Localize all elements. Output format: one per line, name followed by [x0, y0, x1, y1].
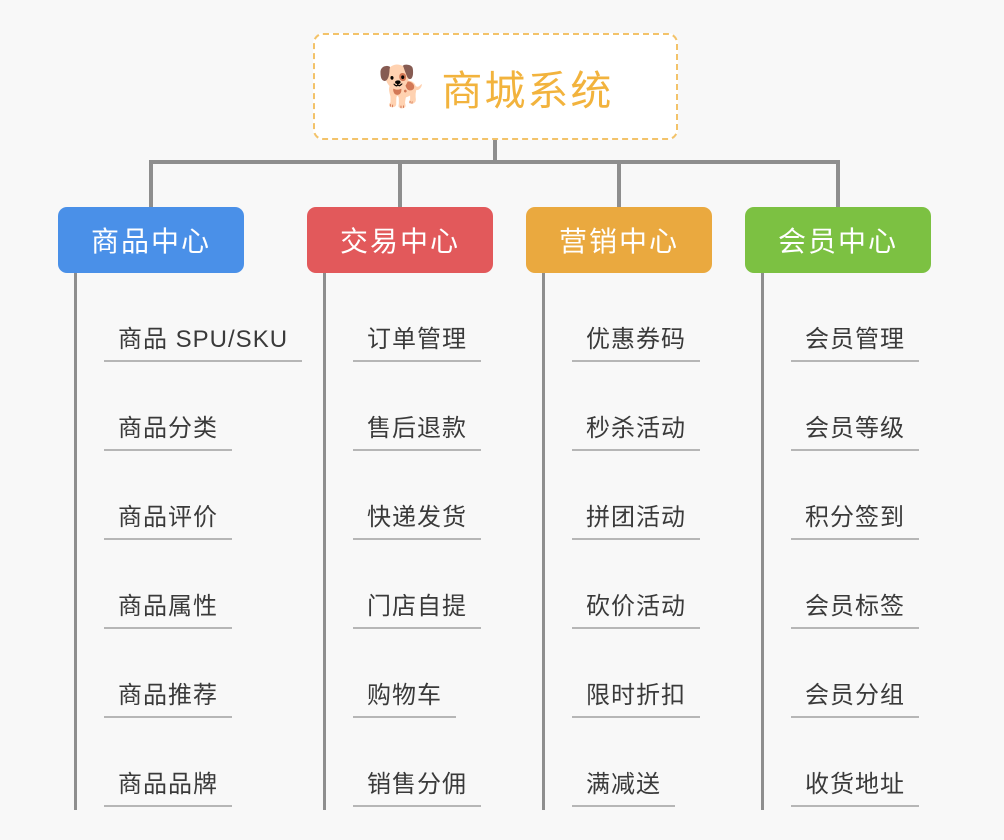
- leaf-label: 限时折扣: [586, 682, 686, 709]
- root-drop-connector: [493, 140, 497, 164]
- leaf-underline: 商品推荐: [104, 675, 232, 718]
- leaf-underline: 秒杀活动: [572, 408, 700, 451]
- leaf-underline: 商品 SPU/SKU: [104, 319, 303, 362]
- leaf-item[interactable]: 限时折扣: [542, 629, 700, 718]
- root-title: 商城系统: [441, 67, 614, 114]
- leaf-label: 拼团活动: [586, 504, 686, 531]
- leaf-underline: 售后退款: [353, 408, 481, 451]
- leaf-item[interactable]: 门店自提: [323, 540, 481, 629]
- horizontal-bus-connector: [149, 160, 840, 164]
- leaf-label: 积分签到: [805, 504, 905, 531]
- leaf-label: 商品属性: [118, 593, 218, 620]
- leaf-underline: 砍价活动: [572, 586, 700, 629]
- leaf-item[interactable]: 购物车: [323, 629, 456, 718]
- leaf-label: 商品品牌: [118, 771, 218, 798]
- leaf-item[interactable]: 商品 SPU/SKU: [74, 273, 303, 362]
- leaf-underline: 满减送: [572, 764, 675, 807]
- leaf-label: 商品推荐: [118, 682, 218, 709]
- leaf-label: 商品评价: [118, 504, 218, 531]
- leaf-underline: 门店自提: [353, 586, 481, 629]
- category-drop-connector-3: [836, 160, 840, 207]
- category-header-2[interactable]: 交易中心: [307, 207, 493, 273]
- leaf-item[interactable]: 满减送: [542, 718, 675, 807]
- leaf-underline: 订单管理: [353, 319, 481, 362]
- category-drop-connector-1: [398, 160, 402, 207]
- leaf-underline: 限时折扣: [572, 675, 700, 718]
- leaf-label: 快递发货: [367, 504, 467, 531]
- leaf-label: 会员标签: [805, 593, 905, 620]
- leaf-underline: 购物车: [353, 675, 456, 718]
- leaf-item[interactable]: 商品品牌: [74, 718, 232, 807]
- leaf-label: 会员等级: [805, 415, 905, 442]
- leaf-item[interactable]: 商品分类: [74, 362, 232, 451]
- leaf-underline: 商品分类: [104, 408, 232, 451]
- category-label: 商品中心: [90, 226, 211, 257]
- leaf-label: 订单管理: [367, 326, 467, 353]
- leaf-item[interactable]: 售后退款: [323, 362, 481, 451]
- leaf-label: 售后退款: [367, 415, 467, 442]
- leaf-label: 满减送: [586, 771, 661, 798]
- category-label: 交易中心: [339, 226, 460, 257]
- leaf-item[interactable]: 商品评价: [74, 451, 232, 540]
- leaf-item[interactable]: 会员标签: [761, 540, 919, 629]
- leaf-underline: 会员管理: [791, 319, 919, 362]
- leaf-underline: 快递发货: [353, 497, 481, 540]
- category-drop-connector-0: [149, 160, 153, 207]
- leaf-label: 商品 SPU/SKU: [118, 326, 289, 353]
- category-spine: [542, 273, 545, 810]
- leaf-underline: 商品评价: [104, 497, 232, 540]
- leaf-item[interactable]: 会员分组: [761, 629, 919, 718]
- root-node[interactable]: 🐕 商城系统: [313, 33, 678, 140]
- leaf-item[interactable]: 秒杀活动: [542, 362, 700, 451]
- category-spine: [761, 273, 764, 810]
- category-label: 会员中心: [777, 226, 898, 257]
- leaf-underline: 拼团活动: [572, 497, 700, 540]
- leaf-item[interactable]: 商品属性: [74, 540, 232, 629]
- leaf-underline: 商品品牌: [104, 764, 232, 807]
- leaf-label: 会员分组: [805, 682, 905, 709]
- leaf-label: 销售分佣: [367, 771, 467, 798]
- leaf-underline: 商品属性: [104, 586, 232, 629]
- leaf-underline: 积分签到: [791, 497, 919, 540]
- leaf-label: 会员管理: [805, 326, 905, 353]
- leaf-underline: 会员等级: [791, 408, 919, 451]
- category-header-1[interactable]: 商品中心: [58, 207, 244, 273]
- leaf-underline: 会员分组: [791, 675, 919, 718]
- leaf-item[interactable]: 销售分佣: [323, 718, 481, 807]
- leaf-item[interactable]: 拼团活动: [542, 451, 700, 540]
- category-header-3[interactable]: 营销中心: [526, 207, 712, 273]
- leaf-label: 购物车: [367, 682, 442, 709]
- category-label: 营销中心: [558, 226, 679, 257]
- leaf-label: 优惠券码: [586, 326, 686, 353]
- category-header-4[interactable]: 会员中心: [745, 207, 931, 273]
- leaf-label: 砍价活动: [586, 593, 686, 620]
- shiba-dog-icon: 🐕: [377, 64, 428, 109]
- leaf-underline: 优惠券码: [572, 319, 700, 362]
- leaf-underline: 收货地址: [791, 764, 919, 807]
- leaf-label: 收货地址: [805, 771, 905, 798]
- leaf-item[interactable]: 会员管理: [761, 273, 919, 362]
- leaf-item[interactable]: 收货地址: [761, 718, 919, 807]
- category-spine: [74, 273, 77, 810]
- leaf-item[interactable]: 会员等级: [761, 362, 919, 451]
- leaf-underline: 会员标签: [791, 586, 919, 629]
- category-spine: [323, 273, 326, 810]
- leaf-item[interactable]: 快递发货: [323, 451, 481, 540]
- leaf-item[interactable]: 商品推荐: [74, 629, 232, 718]
- leaf-label: 商品分类: [118, 415, 218, 442]
- leaf-label: 秒杀活动: [586, 415, 686, 442]
- leaf-label: 门店自提: [367, 593, 467, 620]
- leaf-item[interactable]: 订单管理: [323, 273, 481, 362]
- leaf-underline: 销售分佣: [353, 764, 481, 807]
- category-drop-connector-2: [617, 160, 621, 207]
- leaf-item[interactable]: 优惠券码: [542, 273, 700, 362]
- leaf-item[interactable]: 砍价活动: [542, 540, 700, 629]
- leaf-item[interactable]: 积分签到: [761, 451, 919, 540]
